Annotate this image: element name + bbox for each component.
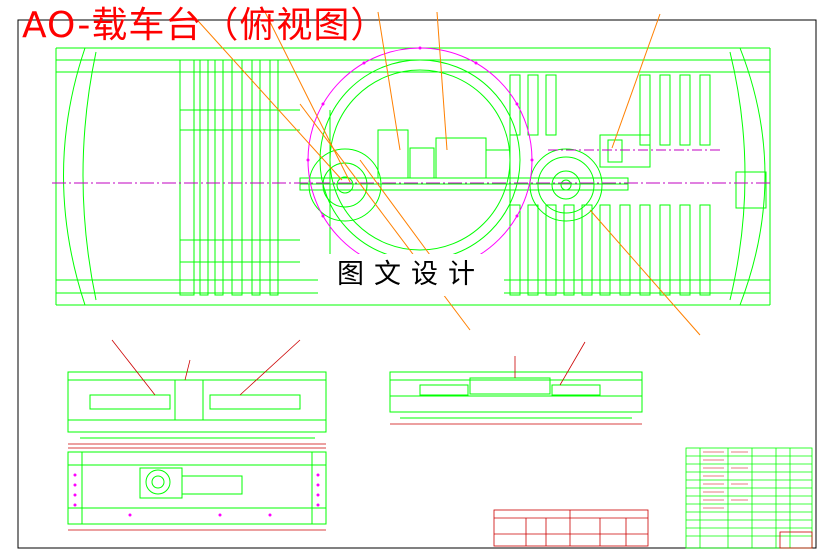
turntable-ring-outer bbox=[319, 59, 521, 261]
left-cross-beams bbox=[179, 59, 300, 296]
front-view-left-red bbox=[68, 339, 326, 445]
left-wheel-hub bbox=[336, 176, 354, 194]
watermark-label: 图文设计 bbox=[318, 254, 504, 296]
right-end-arc bbox=[739, 47, 766, 306]
title-block bbox=[685, 447, 813, 549]
right-motor bbox=[599, 134, 651, 168]
right-gear-hub bbox=[560, 179, 572, 191]
drawing-frame bbox=[17, 19, 817, 549]
side-view-dims bbox=[390, 341, 642, 425]
parameter-table bbox=[493, 509, 649, 547]
drawing-title: AO-载车台（俯视图） bbox=[22, 5, 388, 46]
plan-view-lower bbox=[67, 451, 327, 525]
leader-lines bbox=[189, 11, 701, 336]
right-gear-inner bbox=[551, 170, 581, 200]
motor-flange bbox=[409, 147, 435, 179]
left-wheel-outer bbox=[308, 148, 382, 222]
coupling-block bbox=[377, 129, 409, 179]
turntable-ring-inner bbox=[329, 69, 511, 251]
title-block-text-marks bbox=[703, 451, 748, 509]
bolt-circle-group bbox=[52, 47, 770, 273]
side-view bbox=[389, 371, 643, 419]
plan-view-bolts bbox=[73, 473, 320, 517]
reducer-box bbox=[435, 137, 487, 179]
plan-view-lower-dims bbox=[68, 447, 326, 531]
right-gear-outer bbox=[529, 148, 603, 222]
front-view-left bbox=[67, 371, 327, 439]
reducer-tail bbox=[485, 149, 511, 179]
right-cross-beams bbox=[509, 74, 767, 296]
bolt-holes bbox=[306, 46, 534, 259]
right-inner-arc bbox=[729, 51, 746, 301]
left-inner-arc bbox=[82, 51, 97, 301]
right-gear-mid bbox=[537, 156, 595, 214]
left-end-arc bbox=[63, 47, 86, 306]
